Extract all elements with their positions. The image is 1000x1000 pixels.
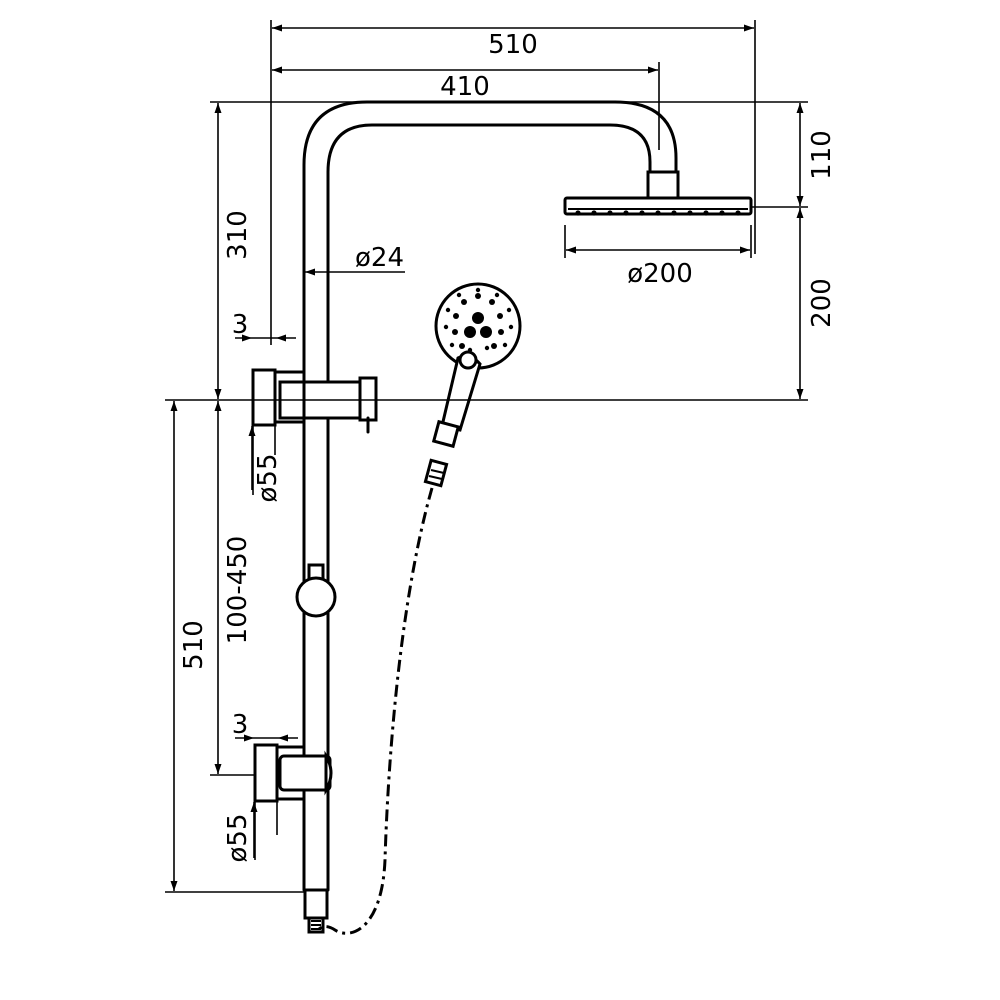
- head-connector: [646, 170, 680, 200]
- label-total-width: 510: [488, 30, 538, 60]
- label-bracket-spacing: 100-450: [223, 536, 253, 645]
- label-pipe-diameter: ø24: [355, 243, 404, 273]
- upper-wall-bracket: [251, 368, 378, 434]
- hand-shower: [423, 282, 522, 488]
- handle-nut: [431, 419, 461, 449]
- label-bracket-diameter-bottom: ø55: [223, 814, 253, 863]
- label-head-diameter: ø200: [627, 259, 693, 289]
- shower-hose: [314, 487, 434, 935]
- riser-pipe-outer: [302, 100, 678, 892]
- label-bracket-gap-bottom: 3: [232, 710, 249, 740]
- handshower-slider: [295, 563, 337, 618]
- riser-pipe-inner: [326, 123, 652, 892]
- label-bracket-diameter-top: ø55: [253, 454, 283, 503]
- label-arm-reach: 410: [440, 72, 490, 102]
- lower-wall-bracket: [253, 743, 333, 803]
- label-riser-upper: 310: [223, 210, 253, 260]
- shower-assembly: [251, 100, 753, 935]
- overhead-shower-head: [563, 196, 753, 216]
- label-bracket-gap-top: 3: [232, 310, 249, 340]
- dimension-lines: [165, 20, 808, 893]
- label-riser-lower: 510: [179, 620, 209, 670]
- hand-shower-nozzles: [443, 287, 514, 353]
- head-nozzles: [575, 210, 741, 216]
- dimension-labels: 510 410 ø200 ø24 110 200 310 3 ø55 100-4…: [179, 30, 837, 863]
- label-head-height: 110: [807, 130, 837, 180]
- bottom-outlet: [303, 888, 329, 934]
- label-bracket-drop: 200: [807, 278, 837, 328]
